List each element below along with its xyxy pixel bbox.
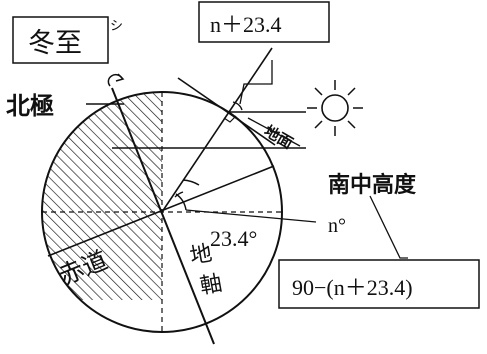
sun-icon: [307, 80, 363, 136]
angle-box-leader: [239, 60, 273, 105]
axis-label-bottom: 軸: [198, 270, 224, 298]
latitude-leader: [185, 209, 317, 223]
culmination-angle-arc: [232, 101, 243, 111]
formula-box: [278, 259, 480, 309]
culmination-formula: 90−(n＋23.4): [292, 275, 413, 300]
season-suffix: シ: [110, 19, 123, 34]
formula-leader: [369, 195, 408, 259]
right-angle-mark: [223, 115, 237, 123]
latitude-angle-arc: [182, 179, 200, 186]
latitude-label: n°: [328, 215, 346, 237]
latitude-angle-arc-inner: [174, 191, 184, 198]
tilt-angle-label: 23.4°: [210, 226, 257, 251]
season-box: [12, 16, 109, 64]
ground-leader: [247, 117, 301, 147]
axis-label-top: 地: [188, 240, 214, 268]
rotation-arrow-icon: [107, 73, 125, 87]
north-pole-label: 北極: [6, 92, 54, 120]
tilt-angle-arc: [175, 193, 187, 211]
season-label: 冬至: [28, 28, 82, 58]
equator-line: [47, 165, 275, 257]
observer-zenith-line: [228, 47, 273, 113]
observer-radius: [161, 111, 230, 213]
angle-box: [198, 1, 330, 43]
ground-tangent: [177, 77, 276, 146]
angle-box-label: n＋23.4: [210, 12, 282, 37]
earth-axis: [111, 87, 215, 345]
culmination-label: 南中高度: [328, 172, 417, 198]
